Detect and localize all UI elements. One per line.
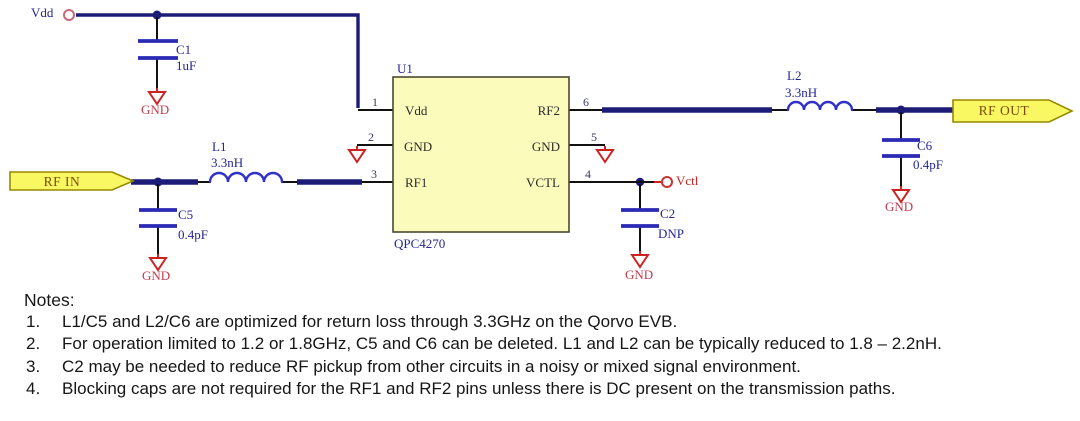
rfin-c5-junction-dot — [153, 177, 163, 187]
vdd-net-label: Vdd — [31, 5, 54, 20]
l2-ref-label: L2 — [787, 68, 802, 83]
c1-gnd-label: GND — [141, 102, 170, 117]
c2-ref-label: C2 — [660, 206, 676, 221]
rf-out-port-shape — [952, 99, 1074, 123]
note-3-text: C2 may be needed to reduce RF pickup fro… — [62, 356, 801, 376]
c2-capacitor-symbol — [621, 208, 659, 228]
c5-capacitor-symbol — [139, 208, 177, 228]
rf-path-thick-wires — [131, 107, 953, 185]
c6-gnd-symbol — [891, 186, 911, 204]
l1-inductor-symbol — [208, 171, 284, 184]
c2-gnd-symbol — [630, 251, 650, 269]
note-3-number: 3. — [26, 356, 41, 376]
u1-part-label: QPC4270 — [394, 236, 446, 251]
l2-inductor-symbol — [786, 100, 854, 112]
notes-title: Notes: — [24, 290, 75, 310]
note-4-text: Blocking caps are not required for the R… — [62, 379, 896, 399]
u1-pin3-number: 3 — [371, 167, 377, 181]
c6-value-label: 0.4pF — [913, 157, 943, 172]
u1-pin3-name: RF1 — [405, 175, 428, 190]
note-item-2: 2. For operation limited to 1.2 or 1.8GH… — [24, 333, 1070, 355]
l1-ref-label: L1 — [212, 139, 227, 154]
c5-gnd-symbol — [148, 254, 168, 272]
note-1-number: 1. — [26, 312, 41, 331]
note-item-3: 3. C2 may be needed to reduce RF pickup … — [24, 356, 1070, 378]
c2-value-label: DNP — [658, 226, 685, 241]
note-2-text: For operation limited to 1.2 or 1.8GHz, … — [62, 334, 942, 354]
u1-pin5-number: 5 — [591, 130, 597, 144]
capacitor-symbols — [138, 39, 920, 228]
rf-in-port-shape — [9, 171, 136, 191]
c6-capacitor-symbol — [882, 138, 920, 158]
l2-value-label: 3.3nH — [785, 85, 818, 100]
thin-black-wires — [156, 17, 902, 256]
vctl-net-label: Vctl — [676, 173, 699, 188]
vdd-c1-junction-dot — [152, 10, 162, 20]
u1-pin4-name: VCTL — [526, 175, 560, 190]
rfout-c6-junction-dot — [896, 105, 906, 115]
c5-gnd-label: GND — [142, 268, 171, 283]
u1-pin4-number: 4 — [585, 167, 591, 181]
note-1-text: L1/C5 and L2/C6 are optimized for return… — [62, 312, 678, 331]
u1-pin1-name: Vdd — [405, 103, 428, 118]
pin5-gnd-symbol — [595, 146, 615, 164]
gnd-symbols — [147, 88, 911, 272]
c5-ref-label: C5 — [178, 207, 194, 222]
rf-out-port-label: RF OUT — [978, 103, 1030, 118]
vctl-terminal — [654, 176, 673, 188]
c6-gnd-label: GND — [885, 199, 914, 214]
c2-gnd-label: GND — [625, 267, 654, 282]
note-4-number: 4. — [26, 379, 41, 399]
u1-pin6-name: RF2 — [537, 103, 560, 118]
pin2-gnd-symbol — [347, 146, 367, 164]
u1-ic-body — [392, 76, 570, 233]
c1-ref-label: C1 — [176, 42, 192, 57]
vdd-rail-wire — [76, 13, 360, 108]
c1-value-label: 1uF — [176, 58, 197, 73]
notes-section: Notes: 1. L1/C5 and L2/C6 are optimized … — [24, 290, 1070, 401]
rf-in-port-label: RF IN — [43, 174, 81, 189]
c1-gnd-symbol — [147, 88, 167, 106]
c5-value-label: 0.4pF — [178, 227, 208, 242]
u1-ref-label: U1 — [397, 61, 413, 76]
note-item-4: 4. Blocking caps are not required for th… — [24, 378, 1070, 400]
note-item-1: 1. L1/C5 and L2/C6 are optimized for ret… — [24, 311, 1070, 333]
inductor-symbols — [208, 100, 854, 184]
vctl-terminal-circle — [661, 176, 673, 188]
u1-pin2-name: GND — [404, 139, 433, 154]
c1-capacitor-symbol — [138, 39, 178, 60]
u1-pin6-number: 6 — [583, 95, 589, 109]
vdd-terminal — [63, 9, 75, 21]
l1-value-label: 3.3nH — [211, 155, 244, 170]
u1-pin1-number: 1 — [372, 95, 378, 109]
vdd-terminal-circle — [63, 9, 75, 21]
note-2-number: 2. — [26, 334, 41, 354]
port-shapes — [9, 99, 1074, 191]
u1-pin2-number: 2 — [368, 130, 374, 144]
c6-ref-label: C6 — [917, 138, 933, 153]
u1-pin5-name: GND — [531, 139, 560, 154]
